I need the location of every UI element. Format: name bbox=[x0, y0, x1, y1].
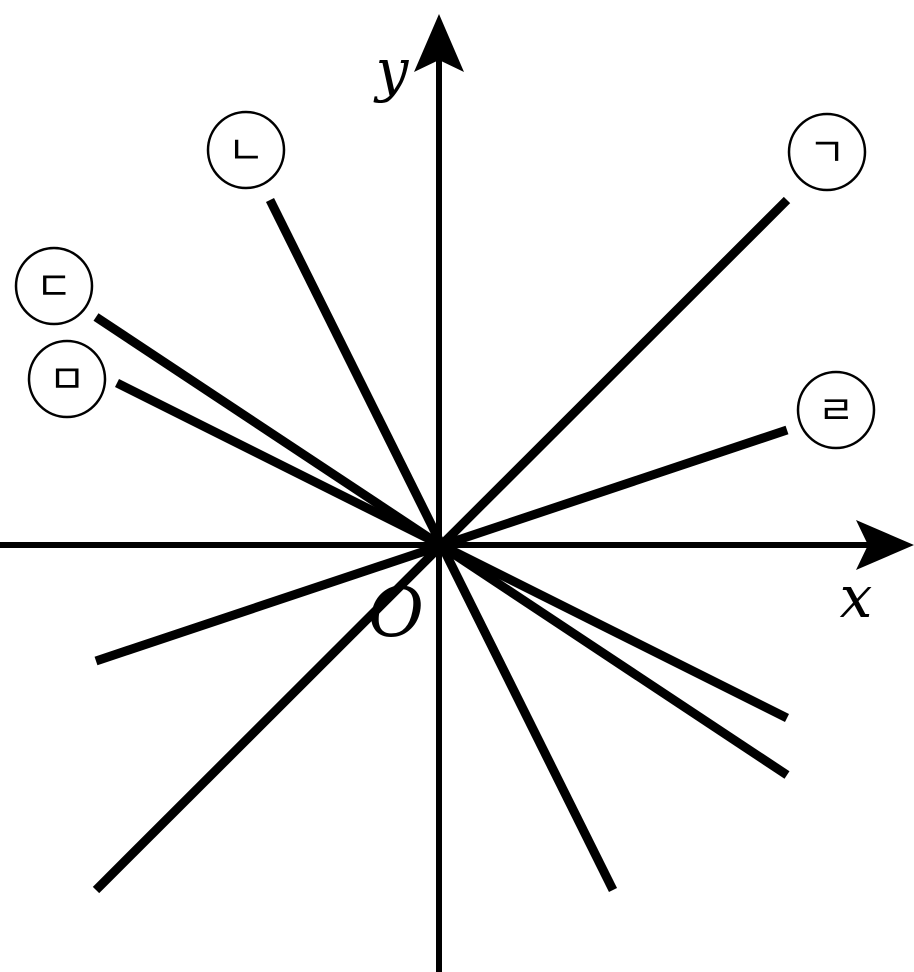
line-mieum bbox=[114, 378, 790, 723]
y-axis-arrow bbox=[414, 14, 464, 72]
tag-digeut-label: ㄷ bbox=[36, 264, 73, 310]
tag-nieun-circle bbox=[206, 110, 286, 190]
tag-giyeok: ㄱ bbox=[787, 112, 867, 192]
origin-label: O bbox=[368, 574, 424, 653]
tag-giyeok-label: ㄱ bbox=[809, 130, 846, 176]
tag-nieun: ㄴ bbox=[206, 110, 286, 190]
x-axis-label: x bbox=[840, 563, 873, 631]
tag-mieum: ㅁ bbox=[27, 339, 107, 419]
tag-rieul: ㄹ bbox=[796, 370, 876, 450]
tag-digeut-circle bbox=[14, 246, 94, 326]
tag-rieul-label: ㄹ bbox=[818, 388, 855, 434]
tag-mieum-label: ㅁ bbox=[49, 357, 86, 403]
tag-giyeok-circle bbox=[787, 112, 867, 192]
tag-digeut: ㄷ bbox=[14, 246, 94, 326]
y-axis-label: y bbox=[373, 36, 410, 104]
tag-rieul-circle bbox=[796, 370, 876, 450]
tag-mieum-circle bbox=[27, 339, 107, 419]
tag-nieun-label: ㄴ bbox=[228, 128, 265, 174]
x-axis-arrow bbox=[856, 520, 914, 570]
